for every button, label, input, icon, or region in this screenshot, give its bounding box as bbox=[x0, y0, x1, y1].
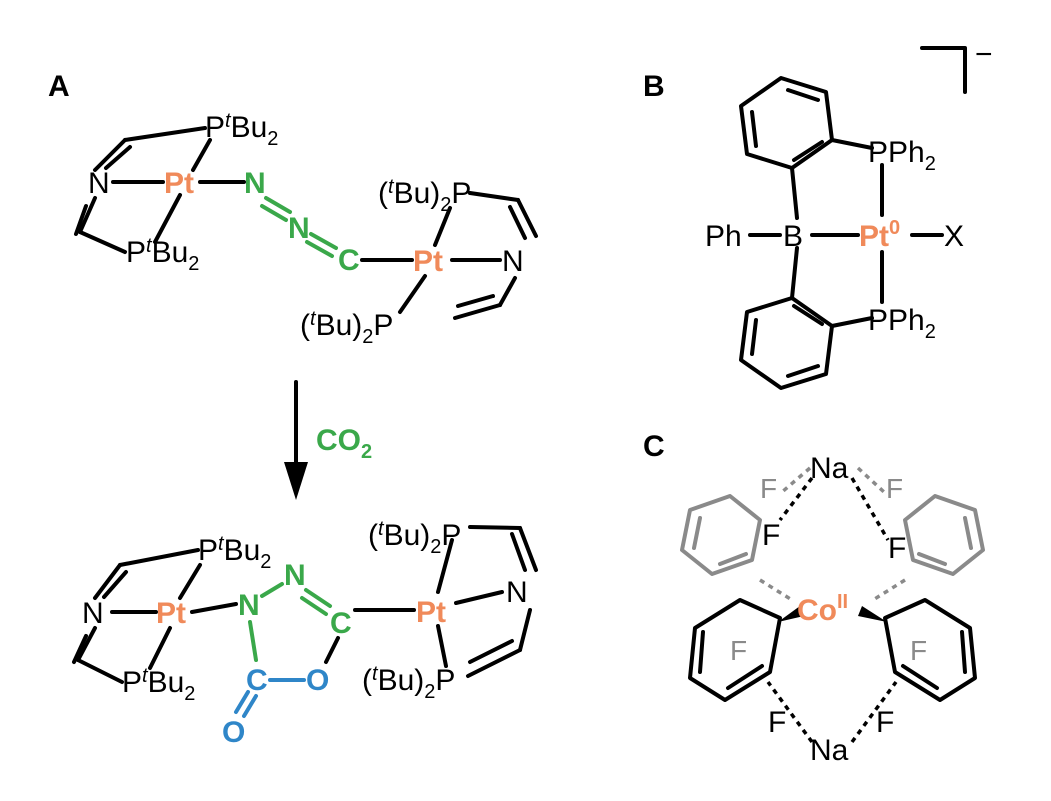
a-diazo-bond-nc-2 bbox=[305, 240, 334, 258]
c-f-gray-top-right: F bbox=[886, 473, 903, 504]
ring-o: O bbox=[306, 664, 329, 697]
complex-a-left-pincer bbox=[74, 126, 246, 254]
a-diazo-bond-nn-2 bbox=[260, 204, 288, 222]
ring-bond-c2-o bbox=[324, 636, 340, 664]
b-pt: Pt0 bbox=[859, 217, 900, 253]
charge-sign: − bbox=[975, 38, 993, 71]
product-left-ptbu2-upper: PtBu2 bbox=[198, 533, 271, 573]
product-right-n: N bbox=[506, 576, 528, 609]
product-right-pt: Pt bbox=[416, 596, 446, 629]
c-back-left-ring bbox=[680, 494, 762, 576]
a-diazo-c: C bbox=[338, 244, 360, 277]
product-right-pincer bbox=[436, 525, 538, 678]
c-wedge-left bbox=[778, 606, 804, 622]
b-pph2-top: PPh2 bbox=[868, 136, 936, 175]
panel-c-label: C bbox=[643, 430, 665, 463]
c-na-bottom: Na bbox=[810, 734, 849, 767]
b-ph: Ph bbox=[705, 220, 742, 253]
c-na-f-top-left bbox=[778, 476, 814, 522]
c-f-gray-mid-right: F bbox=[910, 635, 927, 666]
charge-bracket bbox=[920, 46, 967, 94]
product-right-tbu2p-upper: (tBu)2P bbox=[368, 518, 461, 558]
panel-b-label: B bbox=[643, 70, 665, 103]
c-front-left-ring bbox=[688, 598, 782, 702]
ring-bond-n1-n2 bbox=[260, 582, 284, 598]
a-diazo-bond-nn-1 bbox=[264, 196, 292, 214]
c-na-f-top-right-gray bbox=[856, 466, 886, 494]
c-back-right-ring bbox=[903, 494, 985, 576]
c-f-top-left: F bbox=[762, 519, 780, 552]
a-top-right-tbu2p-upper: (tBu)2P bbox=[378, 176, 471, 216]
c-front-right-ring bbox=[883, 598, 977, 702]
product-left-n: N bbox=[82, 597, 104, 630]
c-f-gray-top-left: F bbox=[760, 473, 777, 504]
c-f-bottom-right: F bbox=[876, 706, 894, 739]
c-na-top: Na bbox=[810, 452, 849, 485]
b-bottom-benzene bbox=[739, 296, 834, 390]
b-x: X bbox=[944, 220, 964, 253]
ring-c1: C bbox=[246, 664, 268, 697]
c-wedge-right bbox=[858, 606, 887, 622]
b-bond-ring-b-top bbox=[790, 166, 799, 220]
product-left-ptbu2-lower: PtBu2 bbox=[122, 665, 195, 705]
c-f-top-right: F bbox=[888, 532, 906, 565]
c-f-bottom-left: F bbox=[768, 706, 786, 739]
c-na-f-bottom-left bbox=[766, 680, 814, 744]
c-hash-back-left bbox=[759, 578, 793, 602]
a-top-left-ptbu2-upper: PtBu2 bbox=[205, 110, 278, 150]
a-top-n: N bbox=[88, 167, 110, 200]
ring-n1: N bbox=[238, 589, 260, 622]
product-right-tbu2p-lower: (tBu)2P bbox=[362, 663, 455, 703]
reaction-arrow bbox=[284, 380, 308, 500]
complex-a-right-pincer bbox=[398, 191, 538, 320]
ring-n2: N bbox=[284, 559, 306, 592]
a-diazo-bond-nc-1 bbox=[309, 232, 338, 250]
ring-bond-n2-c-2 bbox=[300, 596, 328, 616]
a-top-right-n: N bbox=[502, 245, 524, 278]
a-top-right-pt: Pt bbox=[413, 245, 443, 278]
ring-c2: C bbox=[330, 607, 352, 640]
ring-bond-n1-c1 bbox=[248, 620, 258, 662]
exo-o: O bbox=[222, 716, 245, 749]
b-boron: B bbox=[783, 220, 803, 253]
b-bond-ring-p-bottom bbox=[830, 316, 874, 328]
c-co: CoII bbox=[797, 591, 848, 627]
exo-bond-1 bbox=[234, 690, 250, 714]
c-f-gray-mid-left: F bbox=[730, 635, 747, 666]
a-diazo-n1: N bbox=[244, 167, 266, 200]
b-pph2-bottom: PPh2 bbox=[868, 304, 936, 343]
panel-a-label: A bbox=[48, 70, 70, 103]
a-top-left-ptbu2-lower: PtBu2 bbox=[126, 235, 199, 275]
a-top-right-tbu2p-lower: (tBu)2P bbox=[300, 308, 393, 348]
b-top-benzene bbox=[739, 76, 834, 170]
c-na-f-top-right bbox=[850, 477, 890, 541]
a-top-left-pt: Pt bbox=[164, 167, 194, 200]
product-left-pincer bbox=[72, 548, 238, 684]
exo-bond-2 bbox=[242, 694, 258, 718]
c-hash-back-right bbox=[872, 578, 906, 602]
product-left-pt: Pt bbox=[156, 597, 186, 630]
ring-bond-n2-c-1 bbox=[304, 588, 332, 608]
b-bond-ring-p-top bbox=[830, 138, 874, 150]
b-bond-ring-b-bottom bbox=[790, 246, 799, 300]
a-diazo-n2: N bbox=[288, 212, 310, 245]
c-na-f-bottom-right bbox=[850, 680, 898, 744]
arrow-reagent-co2: CO2 bbox=[316, 424, 372, 463]
c-na-f-top-left-gray bbox=[780, 466, 812, 494]
